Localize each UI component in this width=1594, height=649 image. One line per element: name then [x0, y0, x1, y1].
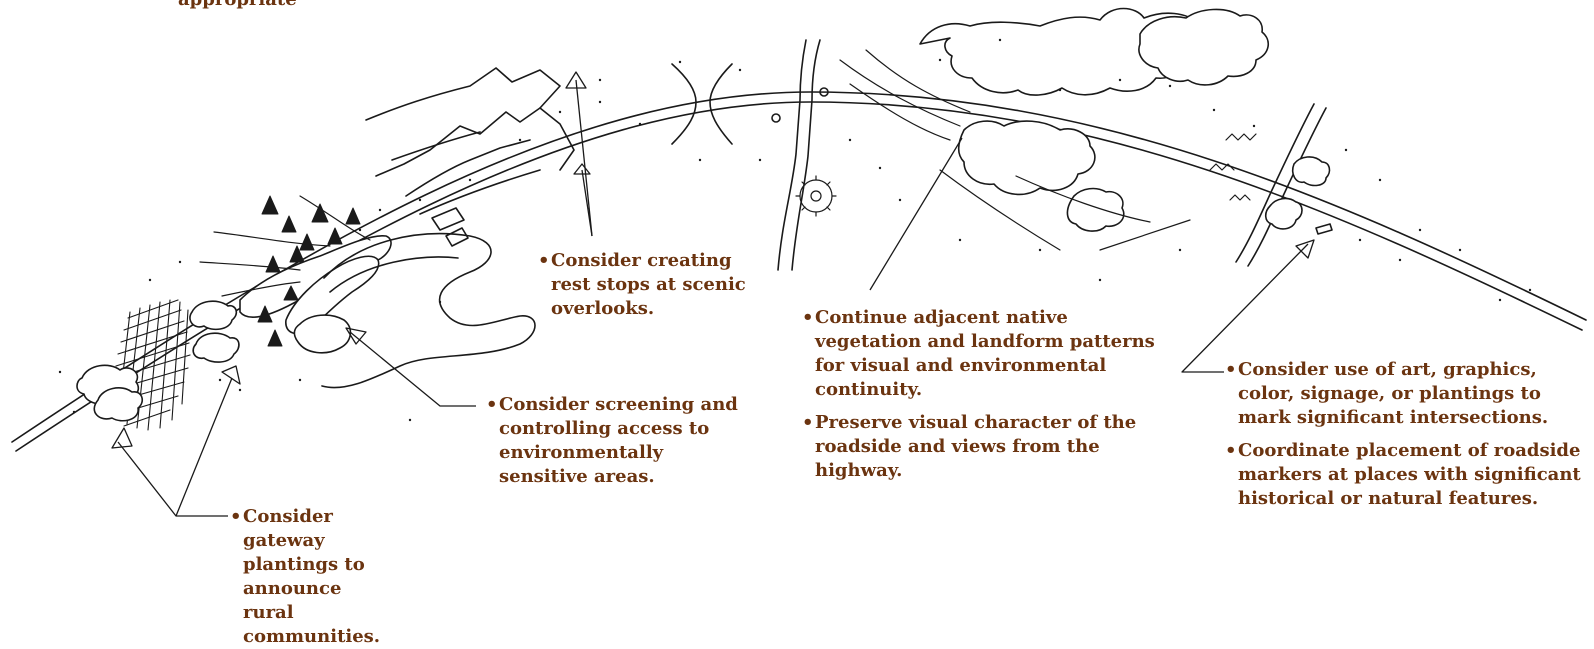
- leader-line: [582, 170, 592, 236]
- native-vegetation: [959, 121, 1095, 194]
- annotation-gateway: Consider gateway plantings to announce r…: [230, 505, 392, 649]
- annotation-intersections-group: Consider use of art, graphics, color, si…: [1225, 358, 1585, 511]
- roadside-marker: [1316, 224, 1332, 234]
- crossroad: [1248, 108, 1326, 266]
- bridge: [672, 64, 732, 144]
- overlook-landform: [366, 68, 560, 176]
- annotation-gateway-text: Consider gateway plantings to announce r…: [230, 505, 392, 649]
- annotation-screening-text: Consider screening and controlling acces…: [486, 393, 742, 489]
- annotation-rest-stops: Consider creating rest stops at scenic o…: [538, 249, 770, 321]
- intersection-planting: [1293, 157, 1330, 186]
- annotation-rest-stops-text: Consider creating rest stops at scenic o…: [538, 249, 770, 321]
- roundabout: [772, 114, 780, 122]
- gateway-planting: [193, 333, 239, 362]
- screening-planting: [294, 315, 350, 353]
- leader-line: [576, 80, 592, 236]
- annotation-visual-character-text: Preserve visual character of the roadsid…: [802, 411, 1162, 483]
- leader-line: [118, 442, 228, 516]
- intersection-planting: [1266, 199, 1302, 229]
- leader-line: [1182, 244, 1308, 372]
- crossroad: [778, 40, 806, 270]
- annotation-vegetation-group: Continue adjacent native vegetation and …: [802, 306, 1162, 483]
- arrowhead: [1296, 240, 1314, 258]
- annotation-intersections-text: Consider use of art, graphics, color, si…: [1225, 358, 1585, 430]
- native-vegetation: [1067, 189, 1123, 232]
- leader-line: [350, 332, 476, 406]
- arrowhead: [112, 428, 132, 448]
- leader-line: [176, 378, 232, 516]
- annotation-markers-text: Coordinate placement of roadside markers…: [1225, 439, 1585, 511]
- annotation-screening: Consider screening and controlling acces…: [486, 393, 742, 489]
- gateway-planting: [190, 301, 236, 329]
- annotation-vegetation-text: Continue adjacent native vegetation and …: [802, 306, 1162, 402]
- header-partial-text: appropriate: [178, 0, 297, 12]
- leader-line: [870, 138, 962, 290]
- parking-pad: [432, 208, 468, 246]
